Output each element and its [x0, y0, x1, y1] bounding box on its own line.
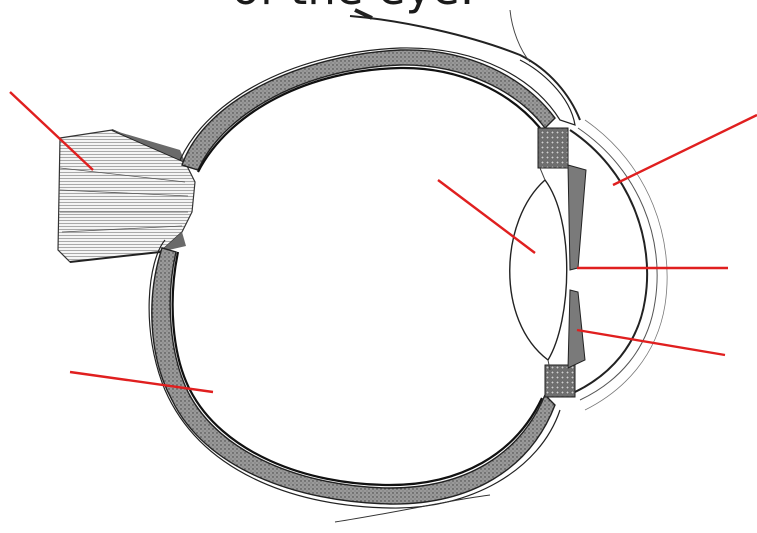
pointer-line-retina: [70, 372, 213, 392]
pointer-line-optic-nerve: [10, 92, 93, 170]
pointer-line-cornea: [613, 115, 757, 185]
ciliary-body-upper: [538, 128, 568, 168]
pointer-line-iris: [577, 330, 725, 355]
lens: [510, 180, 567, 360]
iris-upper: [568, 165, 586, 270]
iris-lower: [568, 290, 585, 368]
optic-nerve: [58, 130, 195, 262]
